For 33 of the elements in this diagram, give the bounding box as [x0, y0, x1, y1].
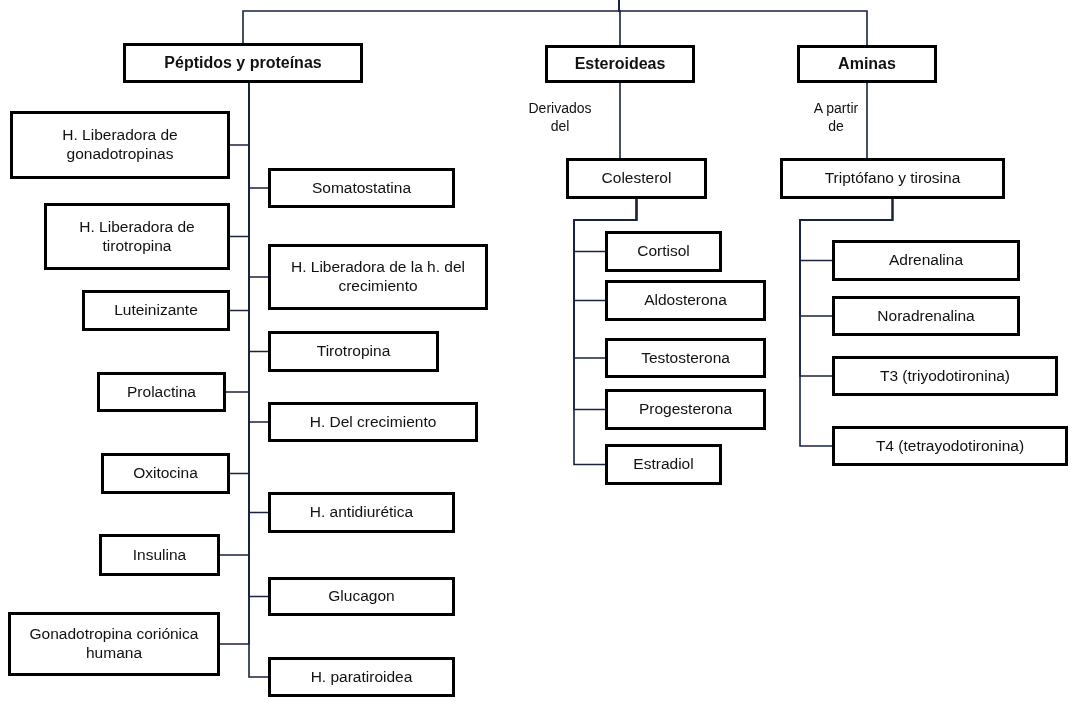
hormone-box: Tirotropina [268, 331, 439, 372]
hormone-box: Progesterona [605, 389, 766, 430]
hormone-box: T4 (tetrayodotironina) [832, 426, 1068, 466]
hormone-box: Luteinizante [82, 290, 230, 331]
hormone-box: Testosterona [605, 338, 766, 378]
hormone-box: Cortisol [605, 231, 722, 272]
connector-line [619, 82, 621, 159]
hormone-box: Gonadotropina coriónica humana [8, 612, 220, 676]
hormone-box: Insulina [99, 534, 220, 576]
hormone-box: H. paratiroidea [268, 657, 455, 697]
hormone-box: Colesterol [566, 158, 707, 199]
connector-line [618, 0, 868, 46]
hormone-box: Prolactina [97, 372, 226, 412]
hormone-box: Glucagon [268, 577, 455, 616]
hormone-box: Triptófano y tirosina [780, 158, 1005, 199]
hormone-box: H. Del crecimiento [268, 402, 478, 442]
hormone-box: T3 (triyodotironina) [832, 356, 1058, 396]
hormone-box: Estradiol [605, 444, 722, 485]
hormone-box: Adrenalina [832, 240, 1020, 281]
category-box: Aminas [797, 45, 937, 83]
hormone-box: Somatostatina [268, 168, 455, 208]
hormone-box: H. Liberadora de tirotropina [44, 203, 230, 270]
connector-line [799, 198, 894, 447]
connector-line [573, 198, 638, 466]
hormone-box: Oxitocina [101, 453, 230, 494]
hormone-box: H. Liberadora de la h. del crecimiento [268, 244, 488, 310]
hormone-box: H. Liberadora de gonadotropinas [10, 111, 230, 179]
hormone-box: Aldosterona [605, 280, 766, 321]
category-box: Péptidos y proteínas [123, 43, 363, 83]
hormone-box: Noradrenalina [832, 296, 1020, 336]
hormone-box: H. antidiurética [268, 492, 455, 533]
connector-line [866, 82, 868, 159]
category-box: Esteroideas [545, 45, 695, 83]
